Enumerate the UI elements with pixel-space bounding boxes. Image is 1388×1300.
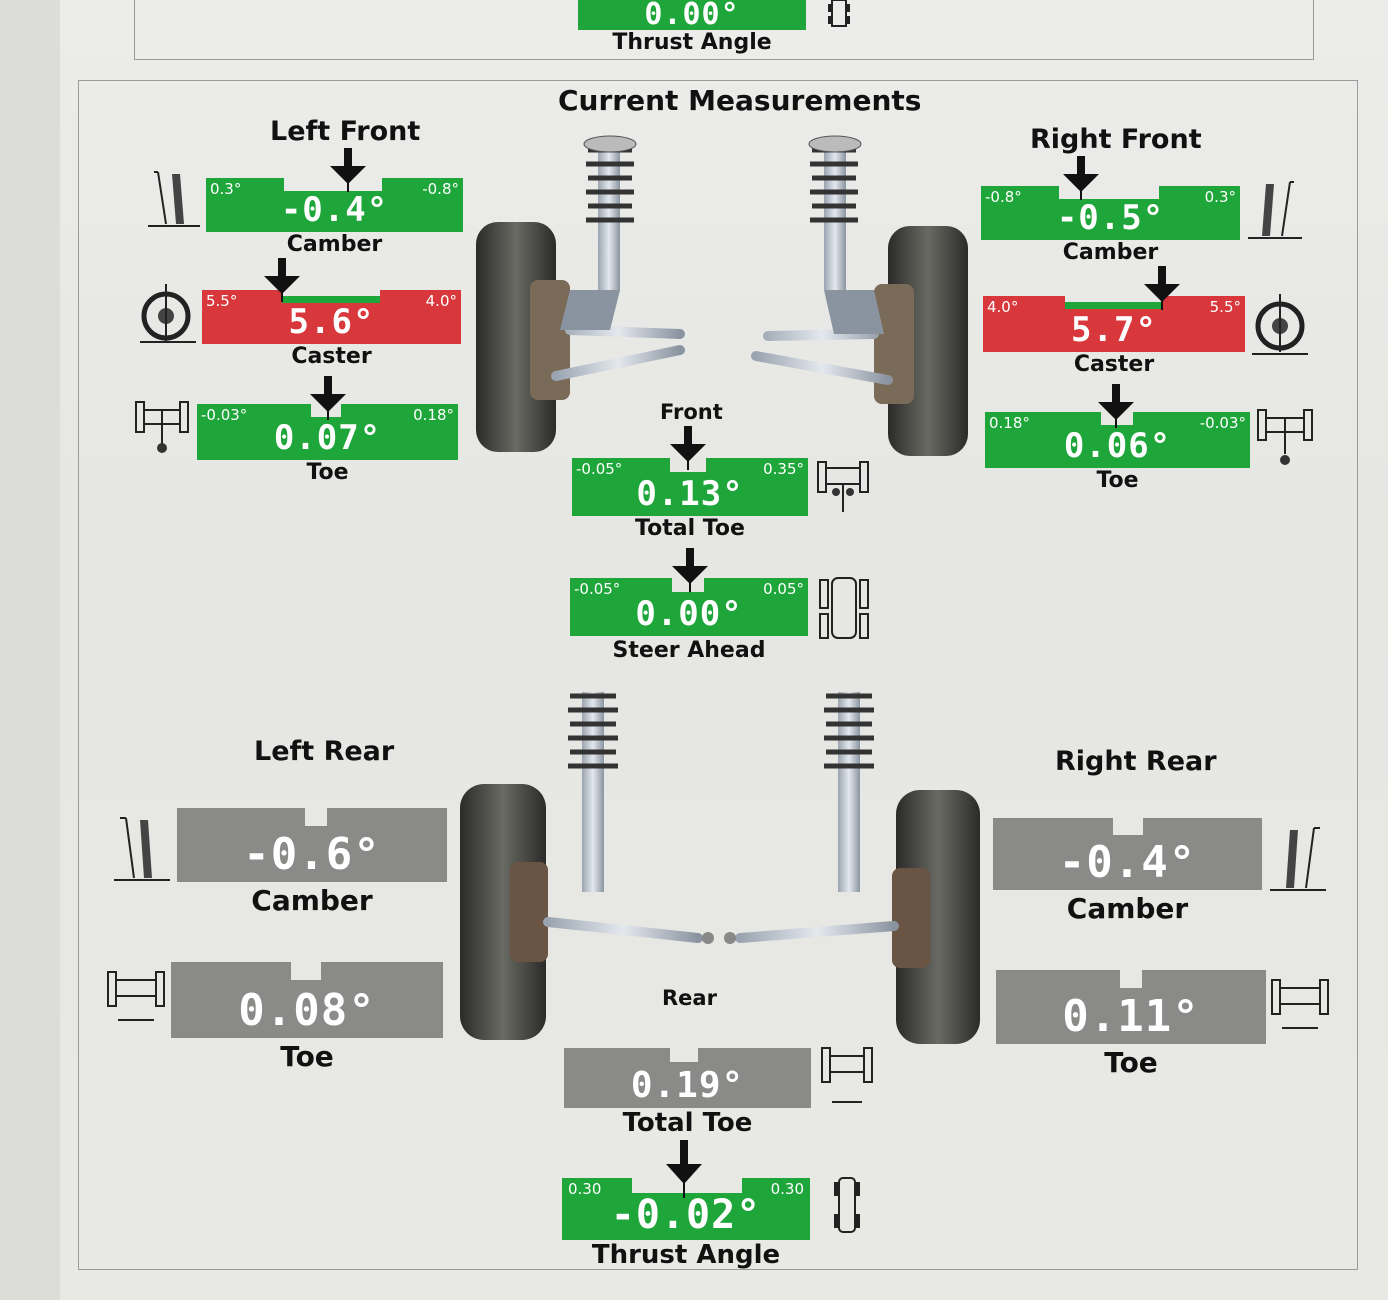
- right-rear-camber-gauge: -0.4°: [993, 818, 1262, 890]
- rear-total-toe-value: 0.19°: [630, 1065, 745, 1106]
- right-rear-toe-label: Toe: [1104, 1046, 1158, 1079]
- indicator-arrow-icon: [672, 548, 708, 592]
- rear-total-toe-label: Total Toe: [622, 1108, 753, 1138]
- left-rear-heading: Left Rear: [254, 736, 395, 767]
- left-rear-toe-label: Toe: [280, 1040, 334, 1073]
- indicator-arrow-icon: [1144, 266, 1180, 310]
- front-total-toe-min: -0.05°: [576, 460, 623, 478]
- steer-ahead-value: 0.00°: [635, 594, 743, 634]
- indicator-arrow-icon: [666, 1140, 702, 1198]
- top-thrust-label: Thrust Angle: [612, 30, 772, 55]
- total-toe-icon: [817, 461, 869, 512]
- rear-label: Rear: [662, 986, 717, 1010]
- right-front-heading: Right Front: [1030, 124, 1202, 155]
- steer-ahead-min: -0.05°: [574, 580, 621, 598]
- left-front-caster-value: 5.6°: [288, 302, 375, 342]
- right-front-toe-gauge: 0.18° -0.03° 0.06°: [985, 412, 1250, 468]
- indicator-arrow-icon: [1063, 156, 1099, 200]
- right-rear-heading: Right Rear: [1055, 746, 1217, 777]
- right-front-caster-max: 5.5°: [1209, 298, 1241, 316]
- left-rear-toe-value: 0.08°: [238, 985, 376, 1036]
- steer-ahead-gauge: -0.05° 0.05° 0.00°: [570, 578, 808, 636]
- caster-icon: [140, 284, 196, 343]
- thrust-angle-min: 0.30: [568, 1180, 602, 1198]
- indicator-arrow-icon: [670, 426, 706, 470]
- toe-icon: [1257, 409, 1313, 465]
- right-front-caster-label: Caster: [1073, 352, 1155, 377]
- top-thrust-gauge: 0.00°: [578, 0, 806, 30]
- left-rear-camber-value: -0.6°: [243, 829, 381, 880]
- right-front-camber-gauge: -0.8° 0.3° -0.5°: [981, 186, 1240, 240]
- camber-icon: [114, 817, 170, 881]
- camber-icon: [1248, 181, 1302, 239]
- right-front-camber-label: Camber: [1062, 240, 1159, 265]
- toe-icon: [135, 401, 189, 453]
- left-front-toe-max: 0.18°: [413, 406, 454, 424]
- front-total-toe-value: 0.13°: [636, 474, 744, 514]
- left-rear-camber-label: Camber: [251, 884, 373, 917]
- right-front-toe-min: 0.18°: [989, 414, 1030, 432]
- front-label: Front: [660, 400, 723, 424]
- left-front-camber-value: -0.4°: [280, 190, 389, 230]
- right-front-toe-value: 0.06°: [1063, 426, 1172, 466]
- left-front-camber-min: 0.3°: [210, 180, 242, 198]
- indicator-arrow-icon: [330, 148, 366, 192]
- camber-icon: [1270, 827, 1326, 891]
- left-rear-camber-gauge: -0.6°: [177, 808, 447, 882]
- thrust-angle-value: -0.02°: [610, 1192, 762, 1238]
- right-front-camber-min: -0.8°: [985, 188, 1022, 206]
- right-front-caster-gauge: 4.0° 5.5° 5.7°: [983, 296, 1245, 352]
- toe-icon: [1271, 979, 1329, 1029]
- total-toe-icon: [821, 1047, 873, 1103]
- right-front-camber-value: -0.5°: [1056, 198, 1165, 238]
- vehicle-icon: [834, 1177, 860, 1233]
- left-front-toe-gauge: -0.03° 0.18° 0.07°: [197, 404, 458, 460]
- left-front-camber-max: -0.8°: [422, 180, 459, 198]
- left-front-toe-label: Toe: [306, 460, 349, 485]
- right-rear-camber-value: -0.4°: [1058, 837, 1197, 888]
- indicator-arrow-icon: [264, 258, 300, 302]
- right-front-toe-max: -0.03°: [1199, 414, 1246, 432]
- right-front-toe-label: Toe: [1096, 468, 1139, 493]
- steer-ahead-label: Steer Ahead: [612, 638, 766, 663]
- current-measurements-box: [78, 80, 1358, 1270]
- front-total-toe-label: Total Toe: [635, 516, 745, 541]
- steer-ahead-icon: [819, 577, 869, 639]
- steer-ahead-max: 0.05°: [763, 580, 804, 598]
- toe-icon: [107, 971, 165, 1021]
- left-front-camber-gauge: 0.3° -0.8° -0.4°: [206, 178, 463, 232]
- thrust-angle-label: Thrust Angle: [591, 1240, 781, 1270]
- right-rear-camber-label: Camber: [1066, 892, 1189, 925]
- right-rear-toe-value: 0.11°: [1062, 991, 1200, 1042]
- left-front-caster-max: 4.0°: [425, 292, 457, 310]
- indicator-arrow-icon: [1098, 384, 1134, 428]
- left-front-caster-label: Caster: [291, 344, 372, 369]
- left-front-caster-gauge: 5.5° 4.0° 5.6°: [202, 290, 461, 344]
- left-front-heading: Left Front: [270, 116, 421, 147]
- page-title: Current Measurements: [558, 84, 922, 117]
- left-front-camber-label: Camber: [286, 232, 383, 257]
- camber-icon: [148, 171, 200, 227]
- previous-section-box: [134, 0, 1314, 60]
- caster-icon: [1252, 294, 1308, 355]
- thrust-angle-max: 0.30: [770, 1180, 804, 1198]
- front-suspension-illustration: [476, 135, 968, 456]
- vehicle-top-icon: [828, 0, 850, 27]
- rear-suspension-illustration: [460, 692, 980, 1044]
- right-front-caster-value: 5.7°: [1071, 310, 1157, 350]
- right-front-caster-min: 4.0°: [987, 298, 1019, 316]
- rear-total-toe-gauge: 0.19°: [564, 1048, 811, 1108]
- right-front-camber-max: 0.3°: [1204, 188, 1236, 206]
- front-total-toe-max: 0.35°: [763, 460, 804, 478]
- right-rear-toe-gauge: 0.11°: [996, 970, 1266, 1044]
- front-total-toe-gauge: -0.05° 0.35° 0.13°: [572, 458, 808, 516]
- left-front-toe-min: -0.03°: [201, 406, 248, 424]
- left-front-caster-min: 5.5°: [206, 292, 238, 310]
- thrust-angle-gauge: 0.30 0.30 -0.02°: [562, 1178, 810, 1240]
- left-rear-toe-gauge: 0.08°: [171, 962, 443, 1038]
- left-front-toe-value: 0.07°: [273, 418, 382, 458]
- indicator-arrow-icon: [310, 376, 346, 420]
